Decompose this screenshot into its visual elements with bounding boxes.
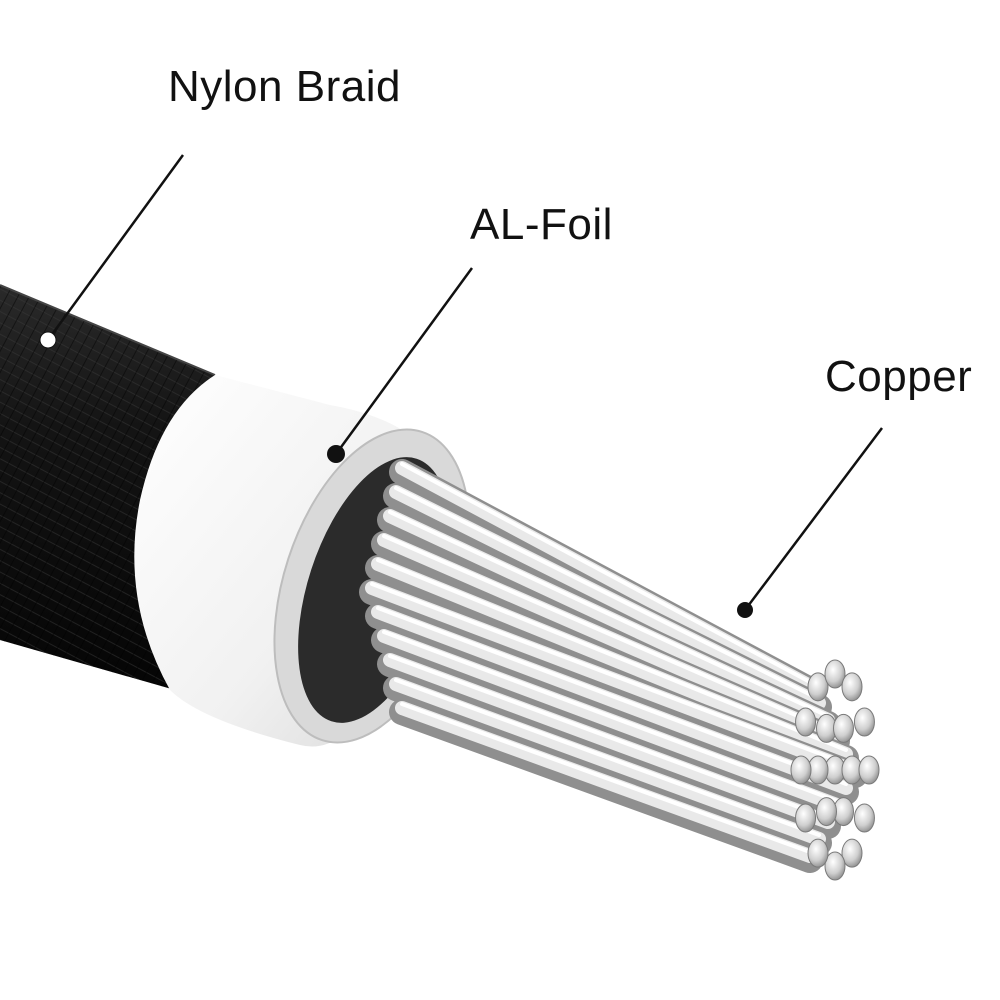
copper-strand — [377, 533, 844, 744]
copper-strand-highlight — [400, 462, 812, 684]
copper-strand-tip — [795, 803, 817, 833]
copper-strand-tip — [807, 672, 829, 702]
copper-strand-tip — [790, 755, 812, 785]
copper-strand-highlight — [394, 678, 821, 837]
copper-strand — [389, 677, 826, 846]
copper-strand-highlight — [388, 510, 830, 718]
nylon-braid-jacket — [0, 284, 216, 690]
copper-strand-tip — [841, 838, 863, 868]
copper-strand — [383, 509, 835, 727]
copper-strand — [377, 629, 844, 812]
nylon-braid-label: Nylon Braid — [168, 62, 401, 111]
copper-strand-highlight — [376, 558, 848, 752]
copper-strand — [395, 461, 817, 693]
copper-strand-tip — [795, 707, 817, 737]
foil-leader-line — [334, 267, 474, 455]
copper-strand-tip — [816, 797, 837, 827]
copper-strand-highlight — [382, 630, 839, 803]
copper-strands — [359, 459, 880, 881]
copper-strand-tip — [824, 659, 846, 689]
foil-leader-dot — [327, 445, 345, 463]
copper-strand-highlight — [376, 606, 848, 786]
copper-strand — [371, 557, 853, 761]
copper-strand-tip — [824, 851, 846, 881]
copper-strand-highlight — [370, 582, 857, 769]
copper-strand-highlight — [388, 654, 830, 820]
copper-leader-line — [744, 427, 883, 611]
copper-strand-highlight — [400, 702, 812, 854]
copper-leader-dot — [737, 602, 753, 618]
nylon-leader-dot — [39, 331, 57, 349]
copper-strand — [395, 701, 817, 863]
copper-label: Copper — [825, 352, 973, 401]
copper-strand — [365, 581, 862, 778]
leader-lines — [39, 154, 883, 618]
copper-strand-tip — [833, 713, 854, 743]
copper-strand-tip — [853, 707, 875, 737]
copper-strand-tip — [858, 755, 880, 785]
copper-strand — [389, 485, 826, 710]
copper-strand — [371, 605, 853, 795]
copper-strand-tip — [853, 803, 875, 833]
al-foil-label: AL-Foil — [470, 200, 613, 249]
copper-strand-tip — [841, 672, 863, 702]
copper-strand-highlight — [382, 534, 839, 735]
nylon-leader-line — [46, 154, 185, 341]
copper-strand — [383, 653, 835, 829]
copper-strand-tip — [807, 838, 829, 868]
copper-strand-highlight — [394, 486, 821, 701]
